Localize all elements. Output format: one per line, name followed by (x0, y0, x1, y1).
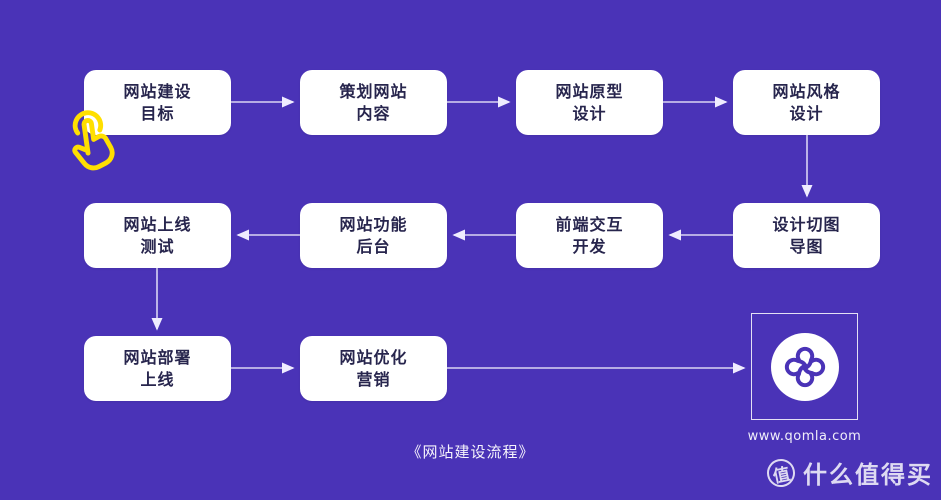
diagram-caption: 《网站建设流程》 (406, 443, 535, 461)
flow-node-label: 设计 (572, 103, 607, 123)
flow-node-deploy-launch: 网站部署 上线 (84, 336, 231, 401)
flow-node-label: 营销 (356, 369, 391, 389)
flow-node-label: 网站建设 (123, 81, 192, 101)
flow-node-label: 网站功能 (339, 214, 408, 234)
brand-website-url: www.qomla.com (747, 429, 862, 444)
flow-node-label: 网站风格 (772, 81, 841, 101)
flow-node-label: 上线 (140, 369, 175, 389)
flow-node-function-backend: 网站功能 后台 (300, 203, 447, 268)
flow-node-frontend-dev: 前端交互 开发 (516, 203, 663, 268)
flow-node-seo-marketing: 网站优化 营销 (300, 336, 447, 401)
flow-node-label: 网站部署 (123, 347, 192, 367)
flow-node-plan-content: 策划网站 内容 (300, 70, 447, 135)
flow-node-label: 开发 (572, 236, 607, 256)
tap-cursor-icon (72, 110, 115, 171)
brand-logo-box (751, 313, 858, 420)
smzdm-badge-icon: 值 (764, 455, 798, 490)
flow-node-label: 测试 (140, 236, 175, 256)
flow-node-label: 设计切图 (772, 214, 841, 234)
flow-node-style-design: 网站风格 设计 (733, 70, 880, 135)
flow-node-label: 设计 (789, 103, 824, 123)
flow-node-label: 导图 (789, 236, 824, 256)
smzdm-watermark: 值 什么值得买 (764, 455, 933, 490)
flow-node-label: 后台 (356, 236, 391, 256)
flow-node-prototype-design: 网站原型 设计 (516, 70, 663, 135)
flow-node-label: 策划网站 (339, 81, 408, 101)
flow-node-label: 前端交互 (555, 214, 624, 234)
flow-node-design-slicing: 设计切图 导图 (733, 203, 880, 268)
smzdm-watermark-text: 什么值得买 (803, 461, 933, 489)
flow-node-launch-test: 网站上线 测试 (84, 203, 231, 268)
flow-node-label: 内容 (356, 103, 391, 123)
flow-node-label: 目标 (140, 103, 175, 123)
flow-node-label: 网站上线 (123, 214, 192, 234)
flow-node-label: 网站优化 (339, 347, 408, 367)
flow-node-label: 网站原型 (555, 81, 624, 101)
flow-node-website-goal: 网站建设 目标 (84, 70, 231, 135)
qomla-clover-logo-icon (784, 346, 825, 387)
brand-logo-circle (770, 332, 839, 401)
